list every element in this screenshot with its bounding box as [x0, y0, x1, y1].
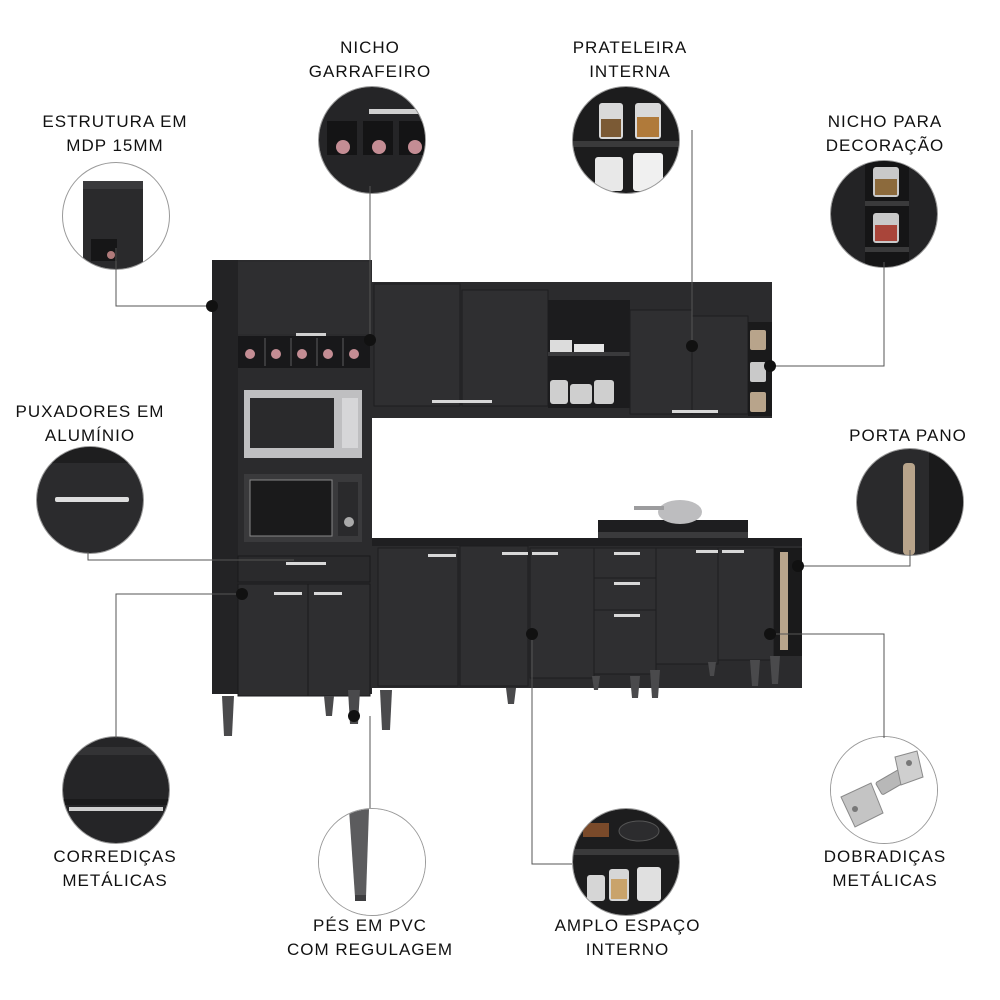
leader-dots [206, 300, 804, 722]
label-dobradicas-line1: DOBRADIÇAS [823, 847, 947, 866]
label-estrutura: ESTRUTURA EM MDP 15MM [40, 110, 190, 158]
label-estrutura-line1: ESTRUTURA EM [42, 112, 188, 131]
decoracao-detail-image [831, 161, 937, 267]
label-nicho-garrafeiro: NICHO GARRAFEIRO [300, 36, 440, 84]
label-prateleira-line1: PRATELEIRA [572, 38, 688, 57]
detail-pes [318, 808, 426, 916]
label-corredicas-line2: METÁLICAS [62, 871, 168, 890]
label-dobradicas-line2: METÁLICAS [832, 871, 938, 890]
label-prateleira: PRATELEIRA INTERNA [555, 36, 705, 84]
label-decoracao-line2: DECORAÇÃO [825, 136, 945, 155]
label-puxadores-line1: PUXADORES EM [15, 402, 165, 421]
label-espaco-line1: AMPLO ESPAÇO [554, 916, 701, 935]
label-porta-pano: PORTA PANO [838, 424, 978, 448]
garrafeiro-detail-image [319, 87, 425, 193]
label-nicho-decoracao: NICHO PARA DECORAÇÃO [810, 110, 960, 158]
detail-porta-pano [856, 448, 964, 556]
dobradicas-detail-image [831, 737, 937, 843]
base-cabinets [372, 500, 802, 688]
prateleira-detail-image [573, 87, 679, 193]
porta-pano-detail-image [857, 449, 963, 555]
puxadores-detail-image [37, 447, 143, 553]
leader-lines [87, 130, 911, 865]
label-nicho-line2: GARRAFEIRO [308, 62, 432, 81]
label-pes: PÉS EM PVC COM REGULAGEM [280, 914, 460, 962]
detail-nicho-decoracao [830, 160, 938, 268]
label-pes-line2: COM REGULAGEM [286, 940, 454, 959]
label-corredicas-line1: CORREDIÇAS [53, 847, 177, 866]
label-pes-line1: PÉS EM PVC [313, 916, 427, 935]
label-estrutura-line2: MDP 15MM [66, 136, 164, 155]
corredicas-detail-image [63, 737, 169, 843]
detail-corredicas [62, 736, 170, 844]
pes-detail-image [319, 809, 425, 915]
label-espaco: AMPLO ESPAÇO INTERNO [540, 914, 715, 962]
upper-cabinets [372, 282, 772, 418]
label-puxadores-line2: ALUMÍNIO [44, 426, 136, 445]
estrutura-detail-image [83, 181, 143, 269]
espaco-detail-image [573, 809, 679, 915]
detail-espaco [572, 808, 680, 916]
tall-tower [212, 260, 372, 697]
label-decoracao-line1: NICHO PARA [827, 112, 943, 131]
detail-nicho-garrafeiro [318, 86, 426, 194]
label-nicho-line1: NICHO [340, 38, 400, 57]
label-dobradicas: DOBRADIÇAS METÁLICAS [810, 845, 960, 893]
label-puxadores: PUXADORES EM ALUMÍNIO [10, 400, 170, 448]
label-prateleira-line2: INTERNA [589, 62, 671, 81]
detail-dobradicas [830, 736, 938, 844]
label-porta-pano-line1: PORTA PANO [849, 426, 967, 445]
label-espaco-line2: INTERNO [585, 940, 670, 959]
detail-puxadores [36, 446, 144, 554]
detail-prateleira [572, 86, 680, 194]
label-corredicas: CORREDIÇAS METÁLICAS [40, 845, 190, 893]
